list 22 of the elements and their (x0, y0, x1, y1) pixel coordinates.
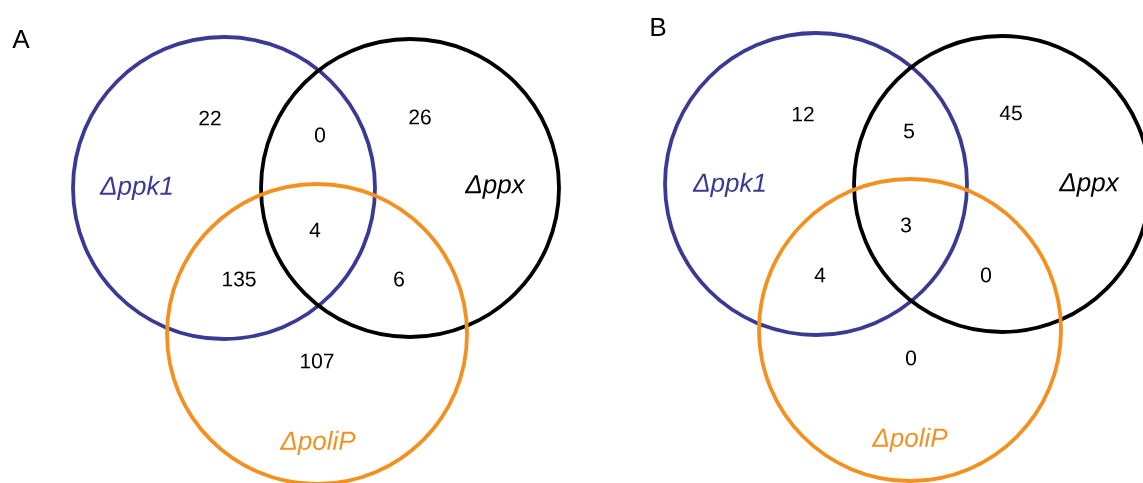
set-label: Δppk1 (692, 172, 765, 198)
count-number: 0 (906, 350, 917, 366)
count-number: 12 (792, 106, 814, 122)
count-number: 22 (199, 110, 221, 126)
count-number: 5 (904, 123, 914, 139)
count-number: 6 (394, 271, 404, 287)
count-number: 4 (814, 267, 826, 283)
set-label: ΔpoliP (279, 430, 356, 456)
panel-letter: A (12, 30, 30, 48)
panel-letter: B (651, 18, 666, 36)
set-label: Δppx (1058, 173, 1120, 197)
count-number: 45 (999, 105, 1022, 121)
count-number: 0 (981, 267, 992, 283)
set-label: Δppk1 (99, 175, 172, 201)
count-number: 4 (309, 222, 321, 238)
count-number: 26 (409, 109, 431, 125)
count-number: 135 (223, 271, 256, 287)
count-number: 3 (900, 217, 911, 233)
set-label: ΔpoliP (871, 427, 948, 453)
set-label: Δppx (464, 175, 526, 199)
count-number: 0 (315, 127, 325, 143)
count-number: 107 (301, 353, 334, 369)
